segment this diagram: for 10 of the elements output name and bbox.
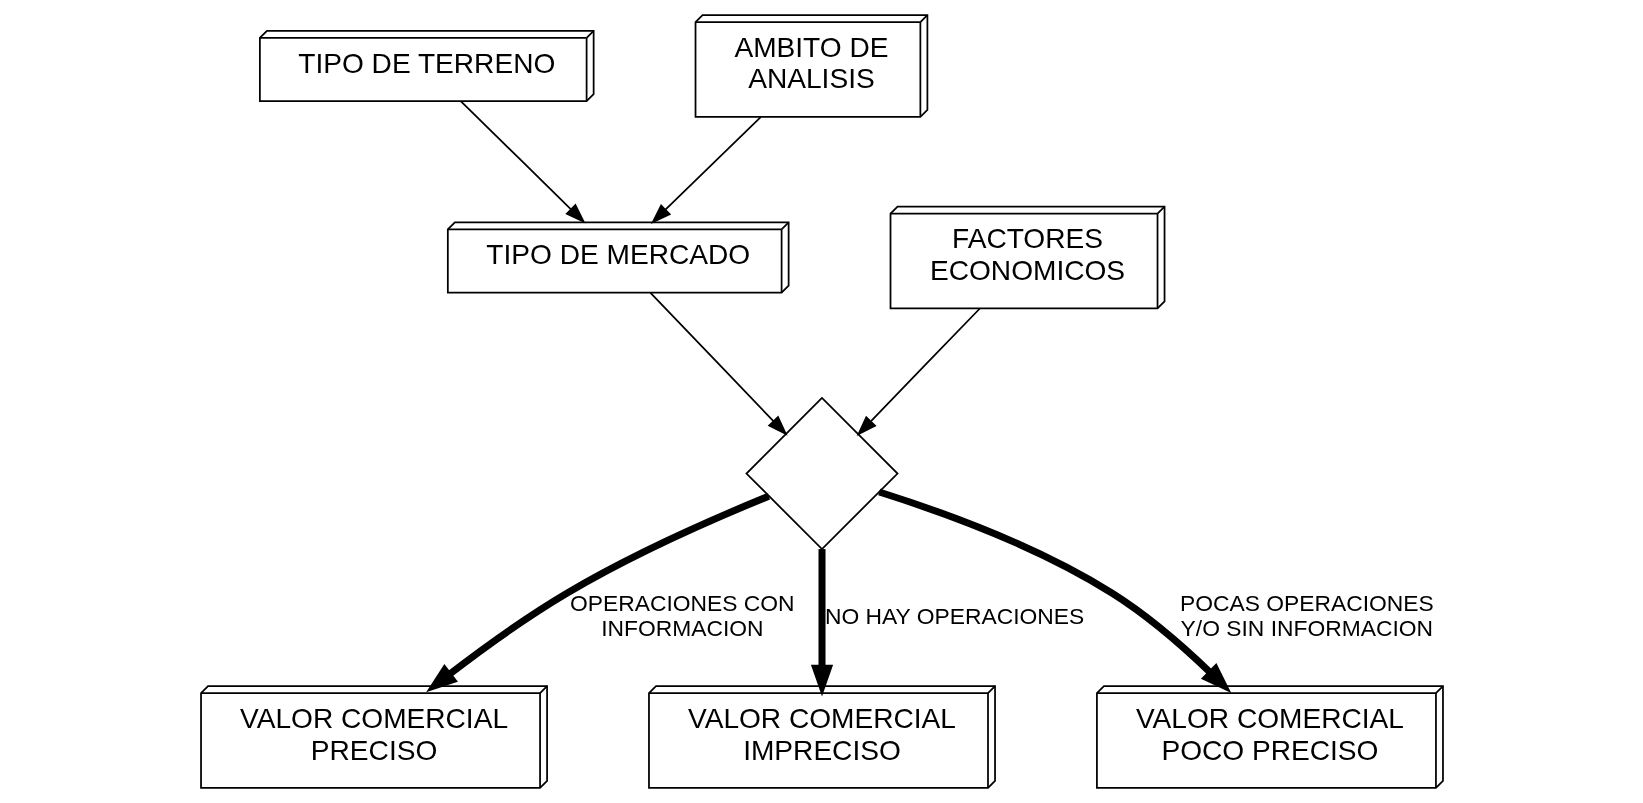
arrow (650, 116, 762, 224)
arrow (856, 307, 981, 436)
edge-label: OPERACIONES CON INFORMACION (569, 590, 795, 641)
edge-label: NO HAY OPERACIONES (824, 602, 1084, 629)
edge-label: POCAS OPERACIONES Y/O SIN INFORMACION (1179, 590, 1434, 641)
arrow (877, 488, 1231, 694)
node-diamond (744, 396, 899, 551)
arrow (649, 292, 788, 436)
arrow (459, 100, 586, 224)
arrow (425, 492, 770, 693)
